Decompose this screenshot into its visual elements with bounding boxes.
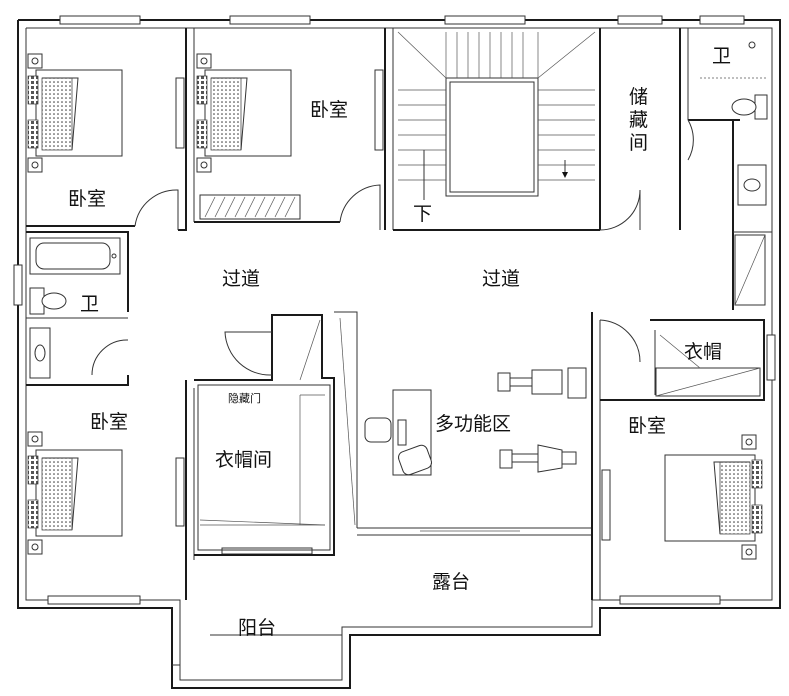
interior-walls	[26, 28, 772, 600]
side-windows	[13, 264, 776, 381]
wall-units	[175, 69, 611, 541]
label-bath-w: 卫	[80, 293, 99, 315]
doors	[91, 119, 694, 376]
label-storage-char-2: 藏	[629, 109, 648, 131]
staircase	[397, 31, 596, 200]
gym-equipment	[497, 367, 587, 473]
label-terrace: 露台	[432, 571, 470, 593]
label-storage-char-3: 间	[629, 132, 648, 154]
label-hidden-door: 隐藏门	[228, 391, 261, 405]
bed-n	[196, 53, 292, 173]
bottom-windows	[47, 547, 721, 605]
label-closet-e: 衣帽	[684, 341, 722, 363]
bath-fixtures	[29, 41, 768, 379]
label-balcony: 阳台	[238, 617, 276, 639]
balcony-rails	[172, 634, 342, 666]
bed-nw	[27, 53, 123, 173]
label-corridor-c: 过道	[482, 268, 520, 290]
bed-se	[664, 434, 763, 560]
label-bedroom-se: 卧室	[628, 415, 666, 437]
label-bedroom-nw: 卧室	[68, 188, 106, 210]
wardrobe-hatch	[199, 194, 301, 220]
label-storage: 储 藏 间	[629, 86, 648, 154]
label-multi-area: 多功能区	[435, 413, 511, 435]
label-storage-char-1: 储	[629, 86, 648, 108]
label-bedroom-n: 卧室	[310, 99, 348, 121]
bed-sw	[27, 431, 123, 555]
top-windows	[59, 15, 745, 25]
room-labels: 卧室 卧室 卫 卫 下 过道 过道 衣帽 隐藏门 卧室 衣帽间 多功能区 卧室 …	[68, 45, 731, 639]
label-corridor-w: 过道	[222, 268, 260, 290]
desk-and-chairs	[364, 389, 433, 476]
label-cloakroom: 衣帽间	[215, 449, 272, 471]
label-bath-ne: 卫	[712, 45, 731, 67]
label-stairs-down: 下	[413, 203, 432, 225]
closet-lines	[197, 317, 761, 551]
label-bedroom-sw: 卧室	[90, 411, 128, 433]
